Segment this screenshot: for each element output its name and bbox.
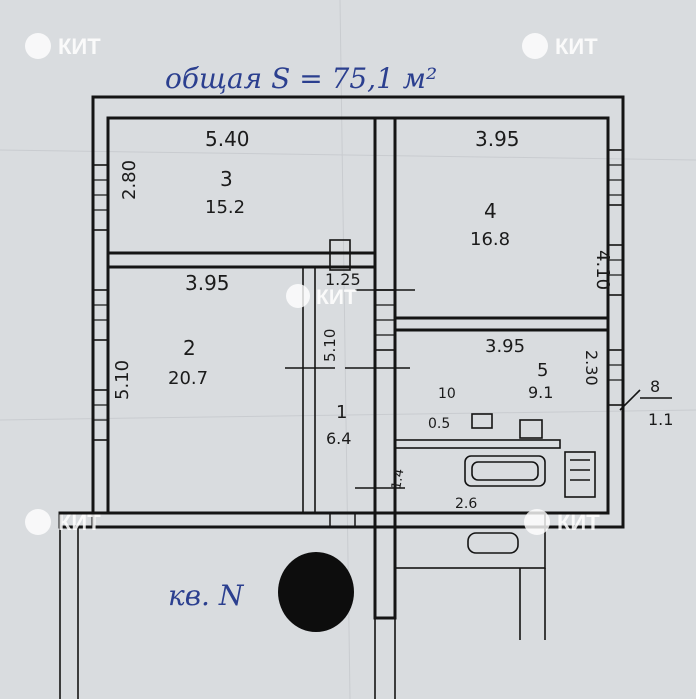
boiler [564,451,596,498]
room-2-width: 3.95 [185,271,230,295]
watermark-logo-icon [25,509,51,535]
door-marks [285,289,415,527]
room-3-width: 5.40 [205,127,250,151]
small-room-area-b: 2.6 [455,496,477,512]
watermark-bottom-right: КИТ [524,509,600,535]
outer-walls [91,95,625,529]
fixtures [464,389,641,554]
watermark-text: КИТ [557,510,600,535]
watermark-logo-icon [25,33,51,59]
apartment-label: кв. N [168,579,245,612]
bathtub [464,455,546,487]
total-area-label: общая S = 75,1 м² [165,62,437,95]
washbasin [467,532,519,554]
watermark-text: КИТ [316,286,357,309]
watermark-logo-icon [524,509,550,535]
room-10-number: 10 [438,386,456,402]
redaction-blot [278,552,354,632]
room-4-number: 4 [484,199,497,223]
room-4-height: 4.10 [592,250,613,290]
room-4-width: 3.95 [475,127,520,151]
watermark-bottom-left: КИТ [25,509,101,535]
room-1-height: 5.10 [321,329,339,362]
room-3-height: 2.80 [119,160,140,200]
sink [471,413,493,429]
room-5-width: 3.95 [485,336,525,357]
room-3-area: 15.2 [205,197,245,218]
room-1-number: 1 [336,402,347,423]
watermarks: КИТ КИТ КИТ КИТ КИТ [25,33,600,535]
small-room-area-a: 1.4 [389,468,407,491]
room-8-area: 1.1 [648,410,673,429]
watermark-logo-icon [522,33,548,59]
room-2-area: 20.7 [168,368,208,389]
room-10-area: 0.5 [428,416,450,432]
room-4-area: 16.8 [470,229,510,250]
windows [92,149,624,441]
watermark-center: КИТ [286,284,357,309]
room-1-width: 1.25 [325,270,361,289]
room-3-number: 3 [220,167,233,191]
watermark-text: КИТ [58,510,101,535]
watermark-top-right: КИТ [522,33,598,59]
room-5-number: 5 [537,360,548,381]
room-5-area: 9.1 [528,383,553,402]
watermark-top-left: КИТ [25,33,101,59]
watermark-logo-icon [286,284,310,308]
watermark-text: КИТ [555,34,598,59]
room-5-height: 2.30 [582,350,601,386]
room-8-number: 8 [650,377,660,396]
stove [519,419,543,439]
room-1-area: 6.4 [326,429,351,448]
room-2-number: 2 [183,336,196,360]
room-2-height: 5.10 [112,360,133,400]
watermark-text: КИТ [58,34,101,59]
